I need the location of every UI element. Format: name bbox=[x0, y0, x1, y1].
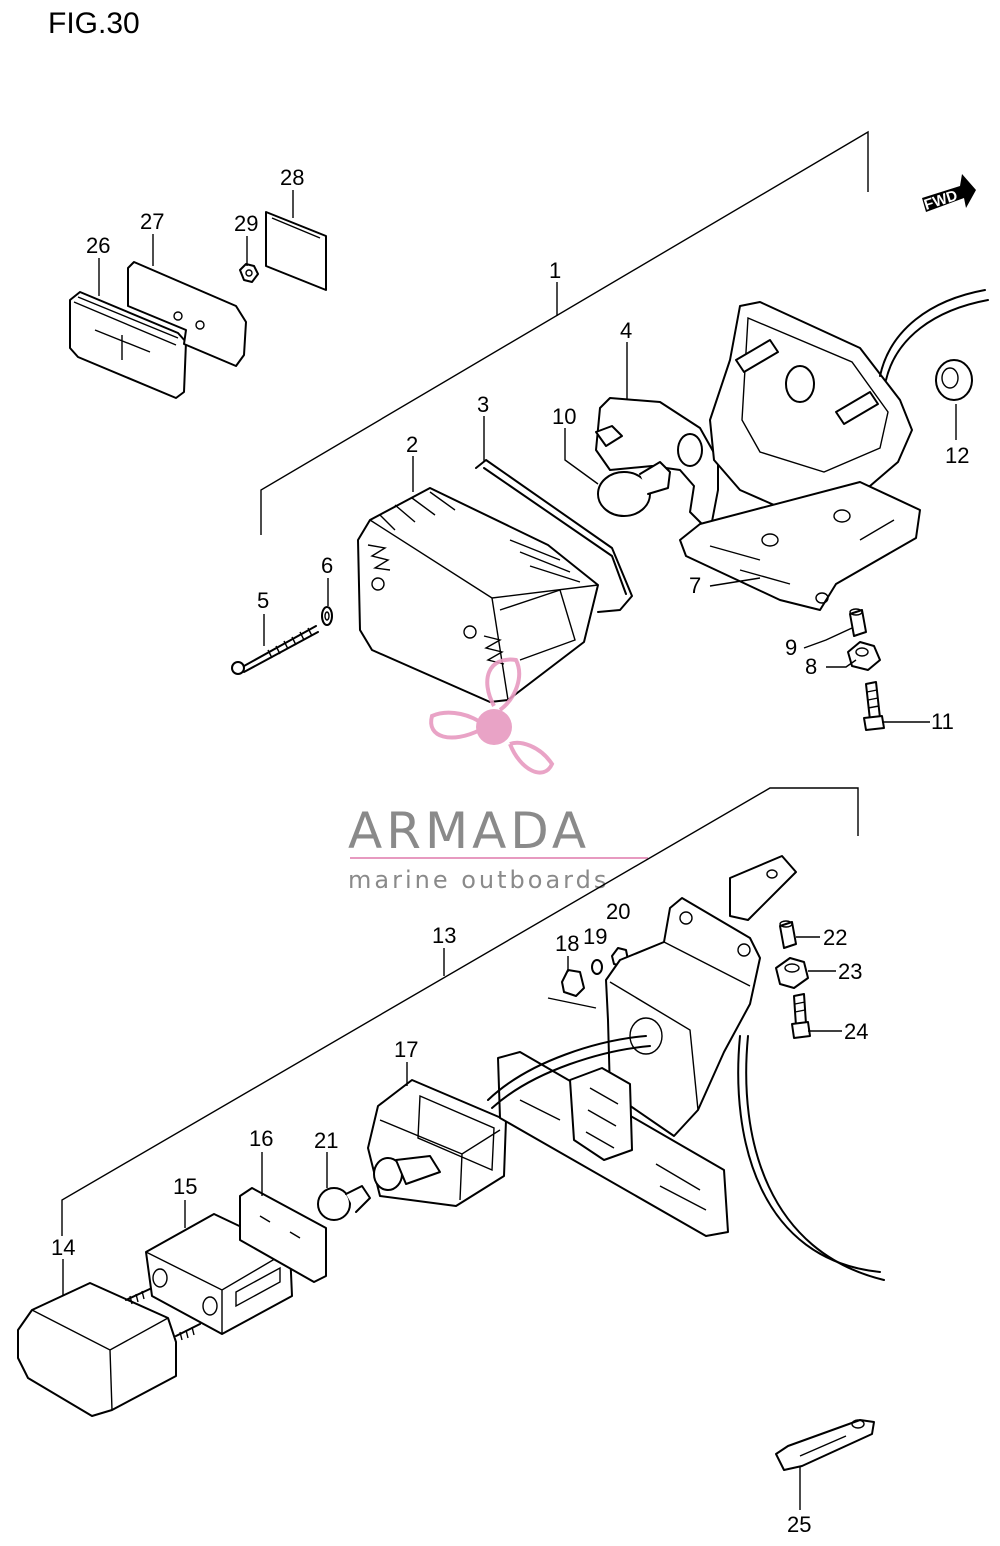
part-12-grommet bbox=[935, 359, 973, 401]
callout-15: 15 bbox=[173, 1174, 197, 1199]
callout-1: 1 bbox=[549, 258, 561, 283]
callout-24: 24 bbox=[844, 1019, 868, 1044]
callout-25: 25 bbox=[787, 1512, 811, 1537]
callout-21: 21 bbox=[314, 1128, 338, 1153]
callout-20: 20 bbox=[606, 899, 630, 924]
callout-13: 13 bbox=[432, 923, 456, 948]
part-18-grommet bbox=[547, 969, 597, 1009]
callout-23: 23 bbox=[838, 959, 862, 984]
lamp-bracket bbox=[487, 855, 885, 1281]
callout-5: 5 bbox=[257, 588, 269, 613]
part-2-lamp-lens bbox=[357, 487, 599, 703]
callout-19: 19 bbox=[583, 924, 607, 949]
callout-3: 3 bbox=[477, 392, 489, 417]
figure-title: FIG.30 bbox=[48, 7, 140, 40]
callout-27: 27 bbox=[140, 209, 164, 234]
part-17-socket bbox=[367, 1079, 507, 1207]
part-22-collar bbox=[779, 920, 797, 949]
callout-leaders bbox=[62, 190, 957, 1510]
forward-arrow-icon: FWD bbox=[922, 174, 976, 214]
watermark-tagline: marine outboards bbox=[348, 866, 609, 894]
part-9-collar bbox=[849, 608, 867, 637]
part-11-bolt bbox=[863, 681, 885, 731]
part-8-cushion bbox=[847, 641, 881, 671]
callout-2: 2 bbox=[406, 432, 418, 457]
callout-16: 16 bbox=[249, 1126, 273, 1151]
callout-12: 12 bbox=[945, 443, 969, 468]
callout-4: 4 bbox=[620, 318, 632, 343]
part-16-gasket bbox=[239, 1187, 327, 1283]
part-29-nut bbox=[239, 263, 259, 283]
part-10-bulb bbox=[597, 461, 671, 517]
callout-14: 14 bbox=[51, 1235, 75, 1260]
callout-11: 11 bbox=[931, 709, 954, 734]
assembly-bracket-1 bbox=[260, 130, 869, 535]
part-25-clamp bbox=[775, 1419, 875, 1471]
callout-9: 9 bbox=[785, 635, 797, 660]
part-26-reflector-lens bbox=[69, 291, 187, 399]
part-21-bulb bbox=[317, 1185, 371, 1221]
callout-18: 18 bbox=[555, 931, 579, 956]
callout-17: 17 bbox=[394, 1037, 418, 1062]
callout-10: 10 bbox=[552, 404, 576, 429]
part-14-lamp-lens bbox=[17, 1282, 201, 1417]
watermark-brand: ARMADA bbox=[348, 802, 590, 860]
part-28-plate bbox=[265, 211, 327, 291]
callout-22: 22 bbox=[823, 925, 847, 950]
callout-26: 26 bbox=[86, 233, 110, 258]
propeller-logo-icon bbox=[429, 657, 555, 775]
callout-28: 28 bbox=[280, 165, 304, 190]
assembly-bracket-13 bbox=[61, 787, 859, 1236]
callout-7: 7 bbox=[689, 573, 701, 598]
part-24-bolt bbox=[791, 993, 811, 1039]
part-6-washer bbox=[321, 606, 333, 626]
callout-labels: 1 2 3 4 5 6 7 8 9 10 11 12 13 14 15 16 1… bbox=[51, 165, 969, 1537]
part-19-washer bbox=[591, 959, 603, 975]
callout-6: 6 bbox=[321, 553, 333, 578]
callout-29: 29 bbox=[234, 211, 258, 236]
fwd-label: FWD bbox=[922, 187, 960, 214]
callout-8: 8 bbox=[805, 654, 817, 679]
part-5-screw bbox=[231, 625, 319, 675]
part-23-cushion bbox=[775, 957, 809, 989]
part-7-lamp-housing bbox=[679, 289, 989, 611]
part-27-reflector-plate bbox=[127, 261, 247, 367]
